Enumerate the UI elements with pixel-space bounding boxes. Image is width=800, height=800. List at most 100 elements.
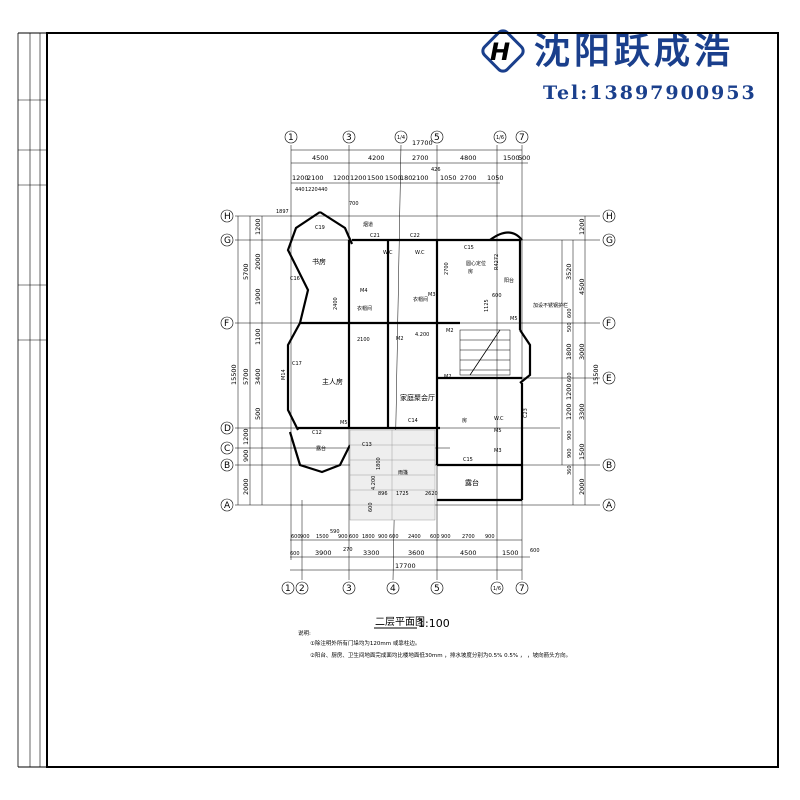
room-cloakroom: 衣帽间 — [413, 296, 428, 303]
svg-text:17700: 17700 — [412, 139, 433, 147]
svg-text:4: 4 — [390, 584, 396, 594]
room-wc: W.C — [383, 250, 393, 256]
svg-text:600: 600 — [291, 534, 301, 540]
svg-text:600: 600 — [368, 502, 374, 512]
svg-text:3900: 3900 — [315, 549, 332, 557]
svg-text:3: 3 — [346, 584, 352, 594]
svg-text:3000: 3000 — [578, 343, 586, 360]
window-door-marks: C19 C21 C22 C15 C12 C13 C14 C15 C23 C16 … — [281, 225, 529, 463]
svg-text:600: 600 — [430, 534, 440, 540]
svg-text:600: 600 — [567, 308, 573, 318]
svg-text:1200: 1200 — [292, 174, 309, 182]
svg-text:C21: C21 — [370, 233, 380, 239]
svg-text:900: 900 — [300, 534, 310, 540]
brand-logo-icon: H — [478, 26, 528, 76]
svg-text:C12: C12 — [312, 430, 322, 436]
center-note: 圆心定位 — [466, 260, 486, 267]
svg-text:600: 600 — [389, 534, 399, 540]
svg-text:600: 600 — [492, 293, 502, 299]
dimension-texts-inner: 2400 2100 4.200 2700 1125 600 R4272 1800… — [333, 254, 502, 512]
svg-text:2700: 2700 — [460, 174, 477, 182]
svg-text:500: 500 — [518, 154, 530, 162]
svg-text:M2: M2 — [396, 336, 404, 342]
brand-tel: Tel:13897900953 — [543, 82, 757, 104]
svg-text:900: 900 — [567, 448, 573, 458]
svg-text:440: 440 — [318, 187, 328, 193]
axis-labels-top: 1 3 1/4 5 1/6 7 — [284, 130, 529, 144]
svg-text:3600: 3600 — [408, 549, 425, 557]
svg-text:1500: 1500 — [502, 549, 519, 557]
svg-text:M3: M3 — [428, 292, 436, 298]
svg-text:4200: 4200 — [368, 154, 385, 162]
dimension-texts-side: 15500 5700 5700 1200 900 2000 1200 2000 … — [230, 218, 600, 495]
svg-text:R4272: R4272 — [494, 254, 500, 270]
svg-text:5700: 5700 — [242, 263, 250, 280]
svg-text:896: 896 — [378, 491, 388, 497]
svg-text:1:100: 1:100 — [418, 617, 450, 630]
svg-text:E: E — [606, 374, 612, 384]
svg-text:B: B — [224, 461, 230, 471]
svg-text:M14: M14 — [281, 369, 287, 380]
svg-text:1050: 1050 — [487, 174, 504, 182]
svg-text:1800: 1800 — [376, 457, 382, 470]
room-wc: W.C — [415, 250, 425, 256]
svg-text:17700: 17700 — [395, 562, 416, 570]
svg-text:900: 900 — [441, 534, 451, 540]
svg-text:1500: 1500 — [385, 174, 402, 182]
svg-text:3: 3 — [346, 133, 352, 143]
svg-text:M5: M5 — [494, 428, 502, 434]
dimension-lines — [237, 149, 586, 571]
room-terrace: 露台 — [465, 478, 479, 487]
svg-text:M5: M5 — [510, 316, 518, 322]
svg-text:C17: C17 — [292, 361, 302, 367]
axis-labels-right: H G F E B A — [602, 209, 616, 512]
svg-text:1220: 1220 — [305, 187, 318, 193]
svg-text:4.200: 4.200 — [415, 332, 429, 338]
svg-text:1/6: 1/6 — [493, 586, 501, 592]
svg-text:1050: 1050 — [440, 174, 457, 182]
svg-text:M2: M2 — [446, 328, 454, 334]
svg-text:180: 180 — [400, 174, 412, 182]
svg-text:H: H — [606, 212, 613, 222]
svg-text:A: A — [606, 501, 613, 511]
svg-text:M4: M4 — [360, 288, 368, 294]
svg-text:②阳台、厨房、卫生间地面完成面均比楼地面低30mm ，: ②阳台、厨房、卫生间地面完成面均比楼地面低30mm ，排水坡度分别为0.5% 0… — [310, 651, 571, 659]
svg-text:3520: 3520 — [565, 263, 573, 280]
svg-text:5700: 5700 — [242, 368, 250, 385]
svg-text:1900: 1900 — [254, 288, 262, 305]
svg-text:900: 900 — [485, 534, 495, 540]
svg-text:7: 7 — [519, 584, 525, 594]
svg-text:C22: C22 — [410, 233, 420, 239]
svg-text:3400: 3400 — [254, 368, 262, 385]
svg-text:3300: 3300 — [578, 403, 586, 420]
svg-text:C23: C23 — [523, 408, 529, 418]
svg-text:15500: 15500 — [230, 364, 238, 385]
svg-text:1200: 1200 — [333, 174, 350, 182]
axis-labels-left: H G F D C B A — [220, 209, 234, 512]
svg-text:2400: 2400 — [333, 297, 339, 310]
svg-text:1/6: 1/6 — [496, 135, 504, 141]
room-bedroom-2: 房 — [462, 417, 467, 424]
svg-text:2000: 2000 — [242, 478, 250, 495]
svg-text:1/4: 1/4 — [397, 135, 405, 141]
svg-text:900: 900 — [567, 430, 573, 440]
room-master-bedroom: 主人房 — [322, 377, 343, 386]
svg-text:2100: 2100 — [412, 174, 429, 182]
flue-label: 烟道 — [363, 221, 373, 228]
svg-text:7: 7 — [519, 133, 525, 143]
svg-text:1100: 1100 — [254, 328, 262, 345]
svg-text:1800: 1800 — [565, 343, 573, 360]
svg-text:M2: M2 — [444, 374, 452, 380]
svg-text:900: 900 — [338, 534, 348, 540]
svg-text:15500: 15500 — [592, 364, 600, 385]
svg-text:2400: 2400 — [408, 534, 421, 540]
svg-text:1500: 1500 — [578, 443, 586, 460]
svg-text:1725: 1725 — [396, 491, 409, 497]
svg-text:3300: 3300 — [363, 549, 380, 557]
svg-text:2: 2 — [299, 584, 305, 594]
svg-text:270: 270 — [343, 547, 353, 553]
svg-text:2100: 2100 — [307, 174, 324, 182]
svg-text:二层平面图: 二层平面图 — [375, 616, 425, 628]
svg-text:600: 600 — [290, 551, 300, 557]
